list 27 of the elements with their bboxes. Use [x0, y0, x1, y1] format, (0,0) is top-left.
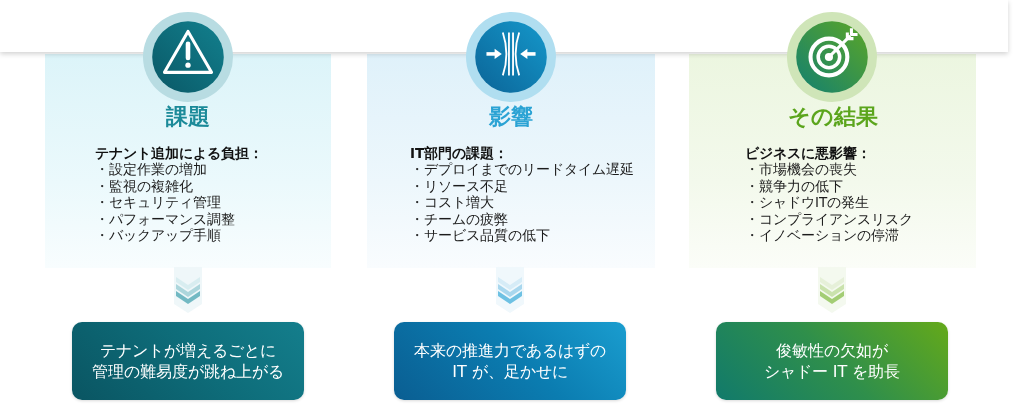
- panel: [689, 54, 976, 268]
- list-item: ・競争力の低下: [745, 177, 843, 195]
- list-heading: IT部門の課題：: [410, 145, 509, 162]
- panel: [45, 54, 331, 268]
- list-item: ・リソース不足: [410, 177, 508, 195]
- list-item: ・セキュリティ管理: [95, 194, 221, 211]
- heading: その結果: [787, 104, 878, 130]
- list-item: ・コンプライアンスリスク: [745, 210, 913, 228]
- list-heading: テナント追加による負担：: [95, 145, 263, 162]
- list-item: ・バックアップ手順: [95, 227, 221, 244]
- list-item: ・パフォーマンス調整: [95, 210, 235, 228]
- result-box: 俊敏性の欠如がシャドー IT を助長: [716, 322, 948, 400]
- list-item: ・サービス品質の低下: [410, 227, 550, 244]
- list-item: ・設定作業の増加: [95, 161, 207, 178]
- list-item: ・監視の複雑化: [95, 177, 193, 195]
- list-item: ・シャドウITの発生: [745, 194, 870, 211]
- list-item: ・コスト増大: [410, 194, 494, 211]
- heading: 影響: [489, 104, 533, 130]
- heading: 課題: [166, 104, 210, 130]
- result-box: テナントが増えるごとに管理の難易度が跳ね上がる: [72, 322, 304, 400]
- result-box: 本来の推進力であるはずのIT が、足かせに: [394, 322, 626, 400]
- list-item: ・イノベーションの停滞: [745, 227, 899, 244]
- panel: [367, 54, 655, 268]
- list-item: ・チームの疲弊: [410, 210, 508, 228]
- list-item: ・市場機会の喪失: [745, 161, 857, 178]
- list-item: ・デプロイまでのリードタイム遅延: [410, 161, 634, 178]
- list-heading: ビジネスに悪影響：: [745, 145, 871, 162]
